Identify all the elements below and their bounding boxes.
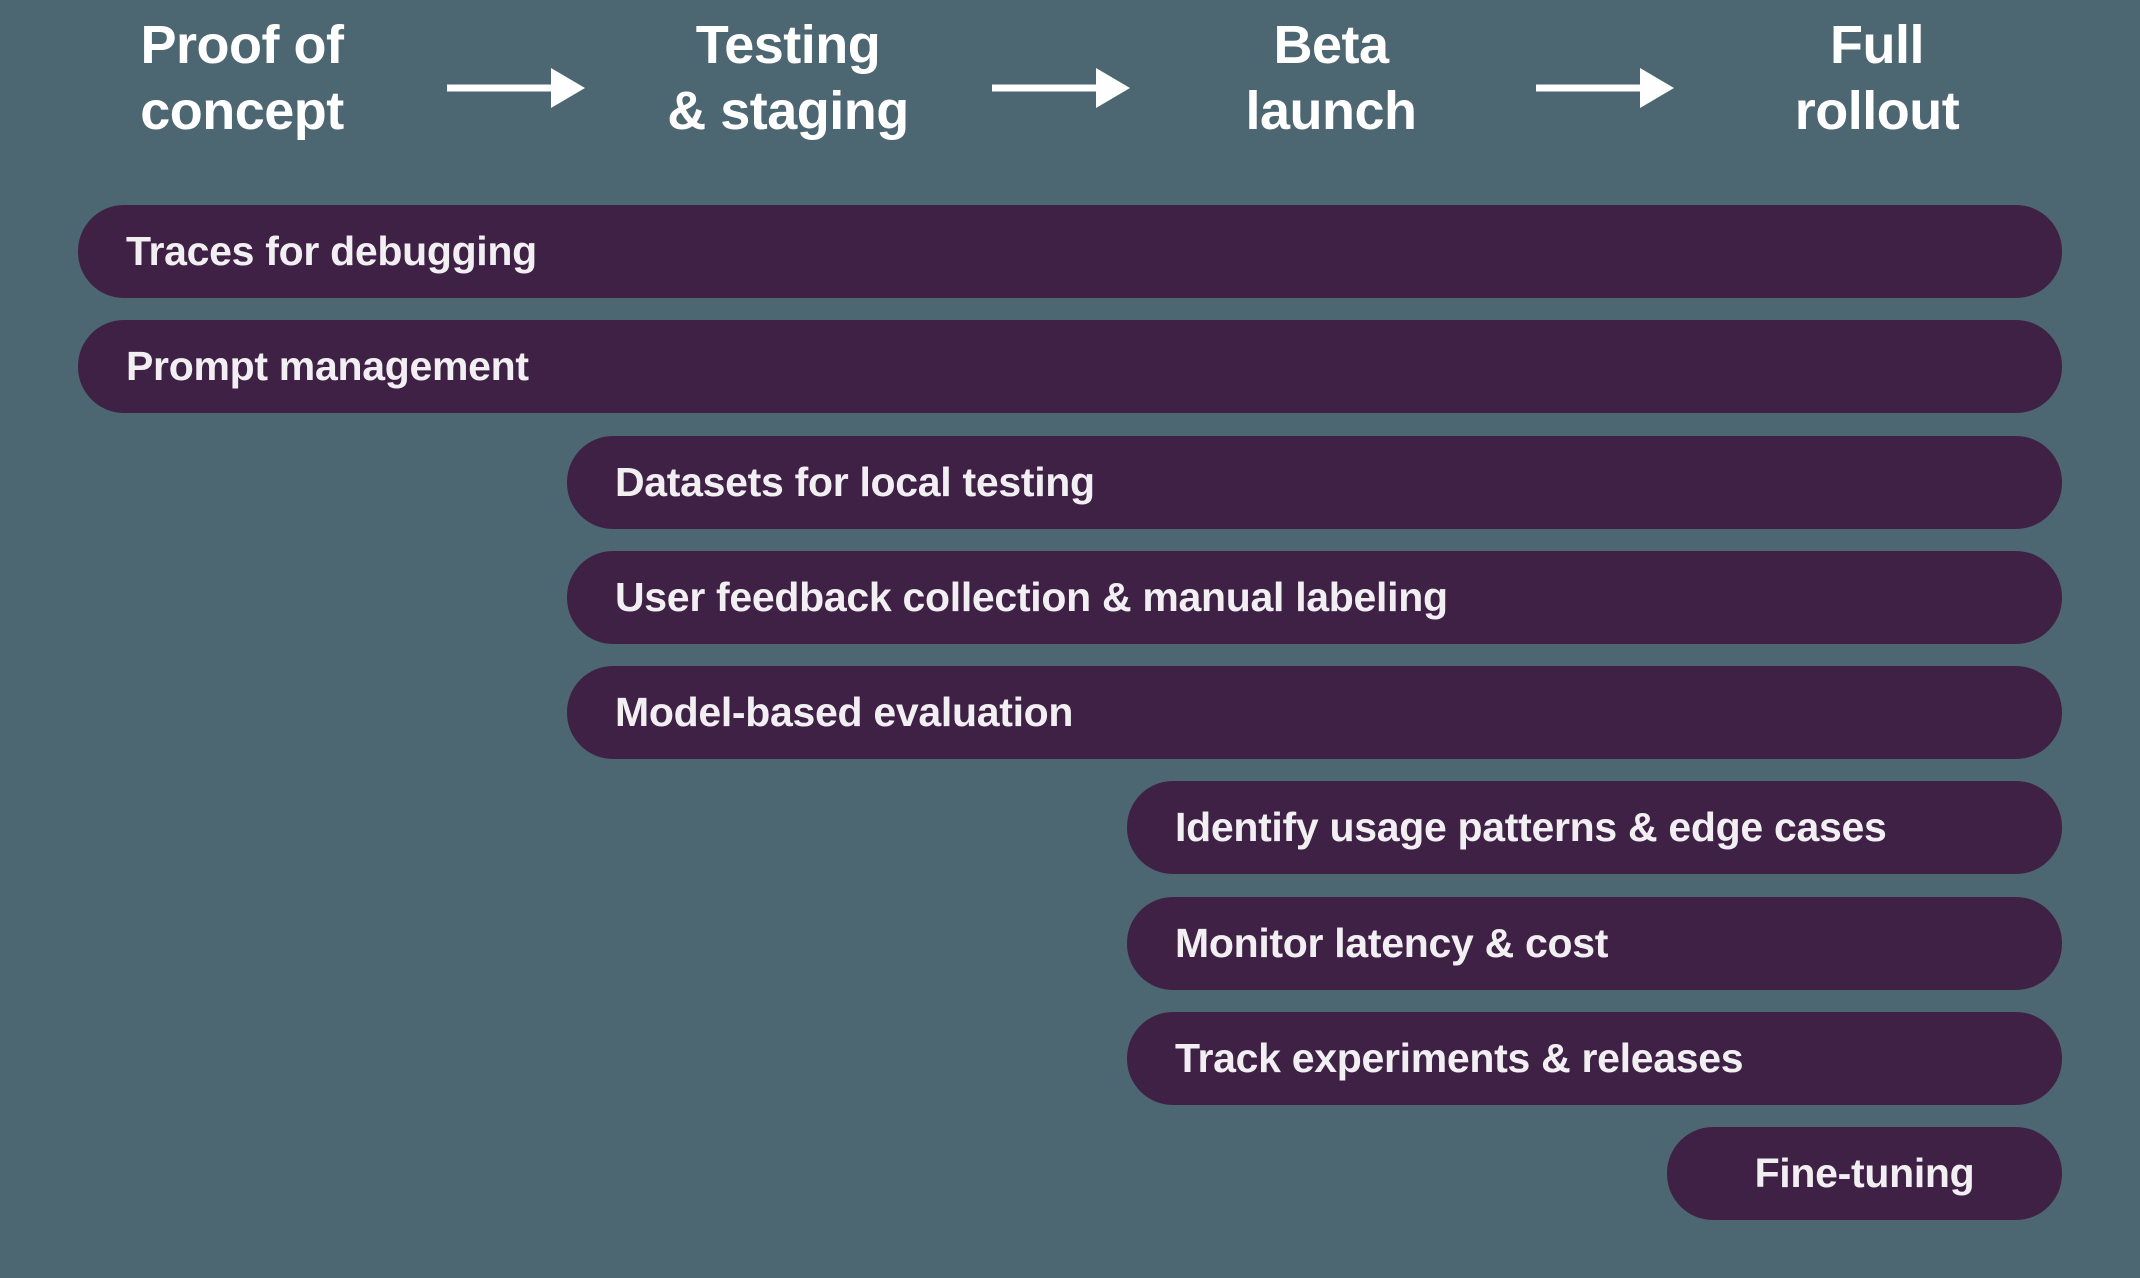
bar-user-feedback-collection: User feedback collection & manual labeli…: [567, 551, 2062, 644]
bar-fine-tuning: Fine-tuning: [1667, 1127, 2062, 1220]
stage-label-line: Full: [1830, 15, 1924, 75]
bar-label: User feedback collection & manual labeli…: [615, 574, 1448, 620]
bar-monitor-latency-cost: Monitor latency & cost: [1127, 897, 2062, 990]
stage-label-line: Beta: [1273, 15, 1389, 75]
stage-label-line: & staging: [667, 81, 909, 141]
bar-model-based-evaluation: Model-based evaluation: [567, 666, 2062, 759]
stage-label-line: rollout: [1794, 81, 1960, 141]
arrow-right-icon: [1536, 68, 1674, 108]
stage-label-beta-launch: Beta launch: [1245, 12, 1417, 144]
stage-label-testing-staging: Testing & staging: [667, 12, 909, 144]
bar-label: Monitor latency & cost: [1175, 920, 1609, 966]
arrow-right-icon: [447, 68, 585, 108]
bar-identify-usage-patterns: Identify usage patterns & edge cases: [1127, 781, 2062, 874]
bar-label: Identify usage patterns & edge cases: [1175, 804, 1887, 850]
arrow-right-icon: [992, 68, 1130, 108]
bar-label: Datasets for local testing: [615, 459, 1095, 505]
stage-label-line: concept: [140, 81, 344, 141]
bar-traces-for-debugging: Traces for debugging: [78, 205, 2062, 298]
bar-label: Prompt management: [126, 343, 529, 389]
bar-prompt-management: Prompt management: [78, 320, 2062, 413]
stage-label-line: Testing: [695, 15, 881, 75]
stage-label-full-rollout: Full rollout: [1794, 12, 1960, 144]
bar-track-experiments-releases: Track experiments & releases: [1127, 1012, 2062, 1105]
stage-label-proof-of-concept: Proof of concept: [140, 12, 344, 144]
bar-label: Traces for debugging: [126, 228, 537, 274]
bar-label: Track experiments & releases: [1175, 1035, 1744, 1081]
stage-label-line: launch: [1245, 81, 1417, 141]
bar-datasets-for-local-testing: Datasets for local testing: [567, 436, 2062, 529]
bar-label: Fine-tuning: [1754, 1150, 1975, 1196]
bar-label: Model-based evaluation: [615, 689, 1074, 735]
stage-label-line: Proof of: [140, 15, 344, 75]
